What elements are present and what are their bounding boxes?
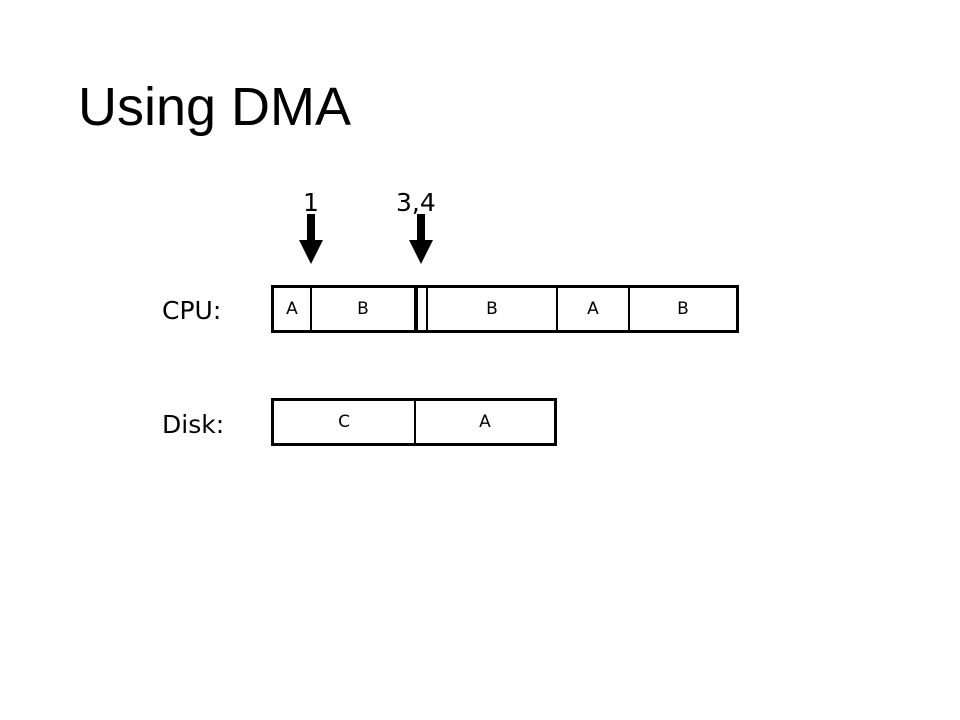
cpu-row-label: CPU:	[162, 296, 222, 325]
down-arrow-icon	[299, 214, 323, 264]
cpu-segment: A	[558, 288, 630, 330]
cpu-segment: A	[274, 288, 312, 330]
cpu-timeline: A B B A B	[271, 285, 739, 333]
cpu-segment: B	[312, 288, 416, 330]
down-arrow-icon	[409, 214, 433, 264]
disk-timeline: C A	[271, 398, 557, 446]
cpu-segment: B	[677, 299, 689, 319]
disk-row-label: Disk:	[162, 410, 225, 439]
disk-segment: A	[479, 412, 491, 432]
slide-title: Using DMA	[78, 77, 352, 137]
cpu-segment: B	[428, 288, 558, 330]
marker-label-1: 1	[303, 188, 319, 217]
marker-label-3-4: 3,4	[396, 188, 436, 217]
disk-segment: C	[274, 401, 416, 443]
cpu-idle-gap	[416, 288, 428, 330]
